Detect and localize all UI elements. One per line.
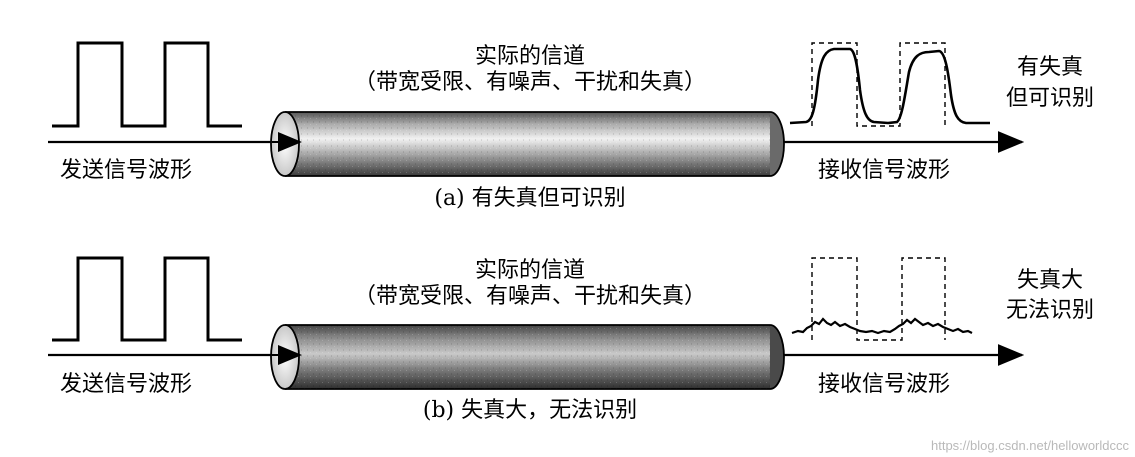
sent-square-wave (52, 43, 242, 126)
send-label-b: 发送信号波形 (60, 372, 192, 398)
channel-pipe (271, 325, 784, 389)
status-line-2-b: 无法识别 (980, 298, 1120, 324)
watermark: https://blog.csdn.net/helloworldccc (931, 438, 1129, 453)
caption-a: (a) 有失真但可识别 (360, 186, 700, 212)
received-reference-dashed (812, 43, 945, 126)
channel-title-a: 实际的信道 (400, 44, 660, 70)
status-line-1-a: 有失真 (980, 55, 1120, 81)
recv-label-b: 接收信号波形 (818, 372, 950, 398)
send-label-a: 发送信号波形 (60, 158, 192, 184)
status-line-1-b: 失真大 (980, 268, 1120, 294)
channel-conditions-b: （带宽受限、有噪声、干扰和失真） (300, 284, 760, 310)
channel-title-b: 实际的信道 (400, 258, 660, 284)
received-reference-dashed (812, 258, 945, 340)
received-distorted-wave (790, 49, 990, 123)
recv-label-a: 接收信号波形 (818, 158, 950, 184)
caption-b: (b) 失真大，无法识别 (360, 398, 700, 424)
channel-conditions-a: （带宽受限、有噪声、干扰和失真） (300, 70, 760, 96)
status-line-2-a: 但可识别 (980, 86, 1120, 112)
channel-pipe (271, 112, 784, 176)
sent-square-wave (52, 258, 242, 340)
